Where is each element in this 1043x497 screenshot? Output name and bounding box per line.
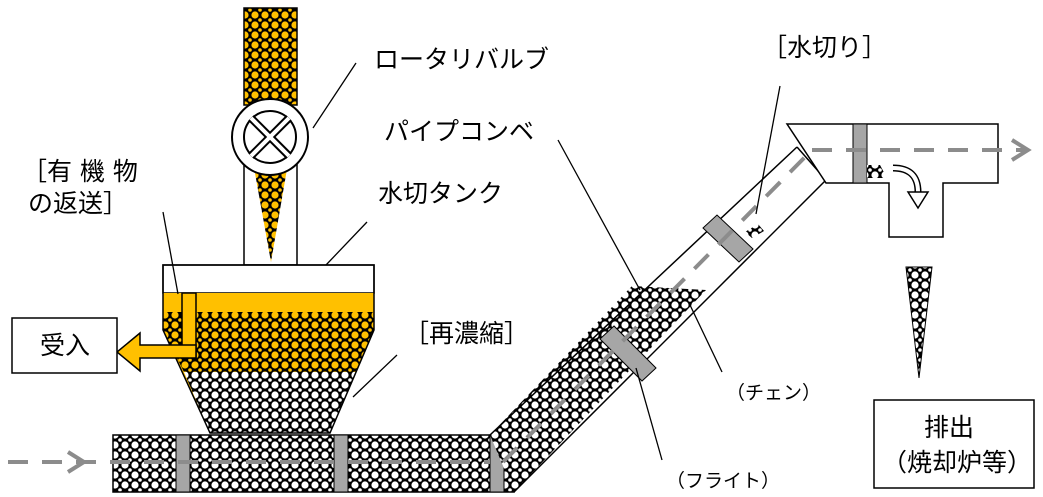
discharge-box bbox=[873, 399, 1035, 489]
flight-plate bbox=[599, 325, 657, 382]
discharge-label-2: （焼却炉等） bbox=[882, 448, 1032, 477]
flight-label: （フライト） bbox=[666, 470, 780, 492]
reconcentration-label: ［再濃縮］ bbox=[404, 319, 529, 348]
pipe-conveyor-label: パイプコンベ bbox=[384, 117, 534, 146]
rotary-valve-cross-icon bbox=[231, 98, 309, 176]
leader-return bbox=[162, 211, 179, 295]
dewatering-tank-label: 水切タンク bbox=[378, 179, 503, 208]
feed-chute-upper bbox=[243, 7, 298, 106]
flight-plate bbox=[333, 434, 349, 493]
leader-tank bbox=[325, 221, 368, 266]
receiving-label: 受入 bbox=[40, 331, 90, 360]
organic-return-label-1: ［有 機 物 bbox=[22, 157, 138, 186]
leader-pipe-conveyor bbox=[557, 139, 641, 291]
dashed-flow-arrow-icon bbox=[8, 138, 1032, 474]
inclined-pipe-conveyor bbox=[489, 146, 827, 493]
leader-dewater bbox=[755, 85, 781, 215]
return-arrow-icon bbox=[115, 292, 197, 373]
leader-rotary-valve bbox=[312, 62, 357, 129]
discharge-label-1: 排出 bbox=[924, 413, 974, 442]
discharge-arrow-head bbox=[906, 191, 930, 210]
leader-reconcentrate bbox=[352, 354, 398, 398]
discharge-cone bbox=[905, 266, 933, 379]
flight-plate bbox=[702, 214, 754, 263]
leader-flight bbox=[635, 367, 663, 461]
organic-return-label-2: の返送］ bbox=[28, 189, 128, 218]
dewatering-label: ［水切り］ bbox=[762, 33, 887, 62]
chain-label: （チェン） bbox=[726, 382, 821, 404]
leader-chain bbox=[689, 304, 723, 373]
dewatering-tank bbox=[162, 264, 375, 434]
rotary-valve-label: ロータリバルブ bbox=[374, 45, 549, 74]
discharge-head bbox=[785, 123, 999, 238]
receiving-box bbox=[11, 317, 118, 374]
